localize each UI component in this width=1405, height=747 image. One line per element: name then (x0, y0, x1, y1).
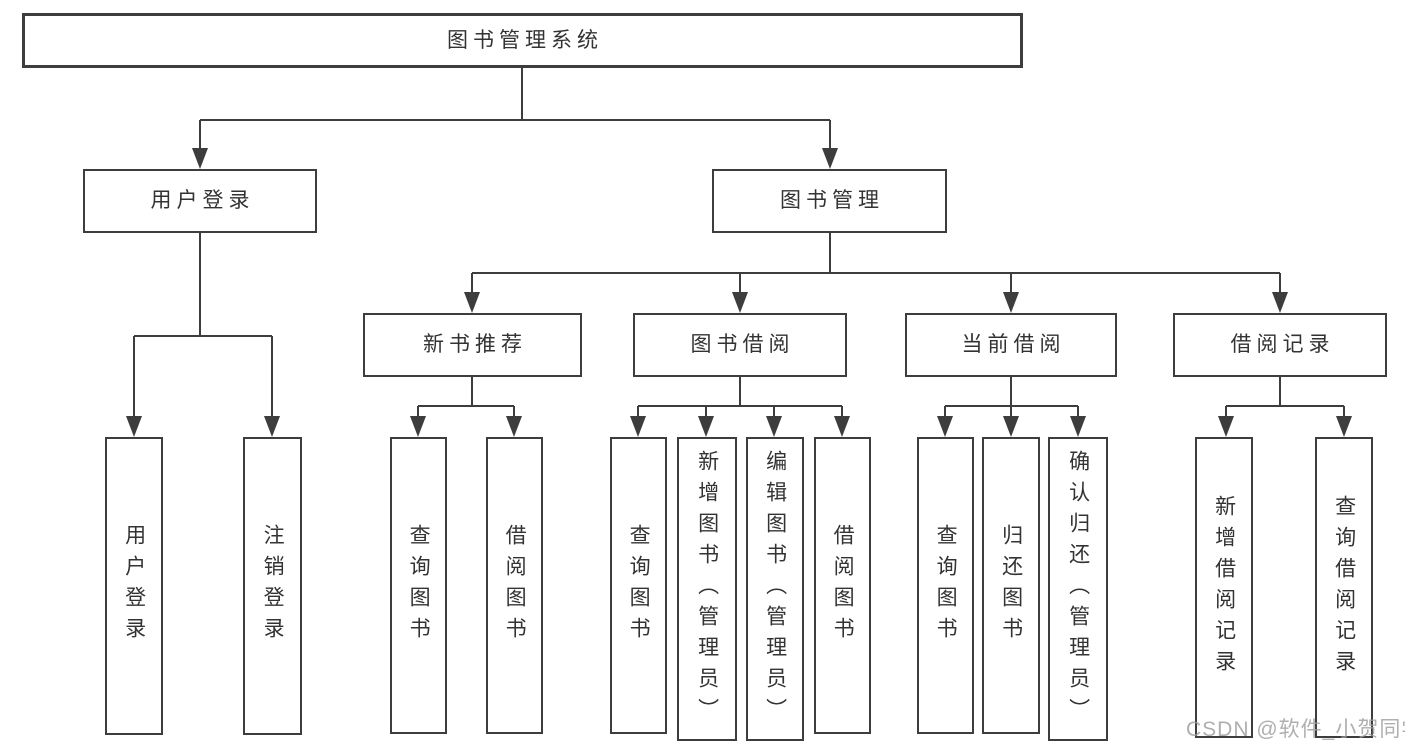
arrow-icon (732, 292, 748, 313)
node-label: 当前借阅 (961, 333, 1066, 357)
arrow-icon (1070, 416, 1086, 437)
connector-root-to-level2 (199, 68, 831, 153)
arrow-icon (1218, 416, 1234, 437)
node-label: 查询图书 (407, 523, 431, 648)
node-book-borrow: 图书借阅 (633, 313, 847, 377)
node-label: 用户登录 (150, 189, 255, 213)
node-borrow-record: 借阅记录 (1173, 313, 1387, 377)
node-user-login: 用户登录 (83, 169, 317, 233)
node-edit-books-admin: 编辑图书（管理员） (746, 437, 804, 741)
arrow-icon (464, 292, 480, 313)
arrow-icon (834, 416, 850, 437)
node-label: 图书管理系统 (447, 28, 603, 52)
node-add-books-admin: 新增图书（管理员） (677, 437, 737, 741)
node-label: 用户登录 (122, 524, 146, 648)
arrow-icon (766, 416, 782, 437)
node-borrow-books-borrow: 借阅图书 (814, 437, 871, 734)
connector-user-login-to-leaves (133, 233, 273, 421)
arrow-icon (410, 416, 426, 437)
arrow-icon (1272, 292, 1288, 313)
connector-book-management-to-level3 (471, 233, 1281, 297)
arrow-icon (937, 416, 953, 437)
node-label: 借阅图书 (831, 523, 855, 648)
node-query-borrow-record: 查询借阅记录 (1315, 437, 1373, 738)
node-label: 归还图书 (999, 523, 1023, 648)
node-label: 新增图书（管理员） (695, 449, 719, 729)
node-label: 注销登录 (261, 524, 285, 648)
node-label: 新书推荐 (423, 333, 527, 357)
arrow-icon (698, 416, 714, 437)
node-label: 查询图书 (627, 523, 651, 648)
arrow-icon (264, 416, 280, 437)
connector-current-borrow-to-leaves (944, 377, 1079, 421)
node-label: 图书管理 (780, 189, 884, 213)
node-new-book-recommend: 新书推荐 (363, 313, 582, 377)
csdn-watermark: CSDN @软件_小贺同学 (1186, 718, 1405, 741)
arrow-icon (822, 148, 838, 169)
arrow-icon (126, 416, 142, 437)
node-query-books-recommend: 查询图书 (390, 437, 447, 734)
node-current-borrow: 当前借阅 (905, 313, 1117, 377)
node-label: 查询图书 (934, 523, 958, 648)
node-confirm-return-admin: 确认归还（管理员） (1048, 437, 1108, 741)
arrow-icon (1003, 292, 1019, 313)
node-label: 借阅图书 (503, 523, 527, 648)
node-logout: 注销登录 (243, 437, 302, 735)
node-label: 新增借阅记录 (1212, 494, 1236, 681)
node-return-books: 归还图书 (982, 437, 1040, 734)
arrow-icon (192, 148, 208, 169)
node-add-borrow-record: 新增借阅记录 (1195, 437, 1253, 738)
arrow-icon (1336, 416, 1352, 437)
node-query-books-borrow: 查询图书 (610, 437, 667, 734)
node-library-management-system: 图书管理系统 (22, 13, 1023, 68)
node-label: 查询借阅记录 (1332, 494, 1356, 681)
arrow-icon (630, 416, 646, 437)
connector-book-borrow-to-leaves (637, 377, 843, 421)
node-label: 编辑图书（管理员） (763, 449, 787, 729)
connector-new-book-to-leaves (417, 377, 515, 421)
node-query-books-current: 查询图书 (917, 437, 974, 734)
node-label: 图书借阅 (690, 333, 795, 357)
arrow-icon (506, 416, 522, 437)
arrow-icon (1003, 416, 1019, 437)
node-book-management: 图书管理 (712, 169, 947, 233)
node-borrow-books-recommend: 借阅图书 (486, 437, 543, 734)
node-label: 确认归还（管理员） (1066, 449, 1090, 729)
connector-borrow-record-to-leaves (1225, 377, 1345, 421)
node-user-login-leaf: 用户登录 (105, 437, 163, 735)
node-label: 借阅记录 (1230, 333, 1335, 357)
